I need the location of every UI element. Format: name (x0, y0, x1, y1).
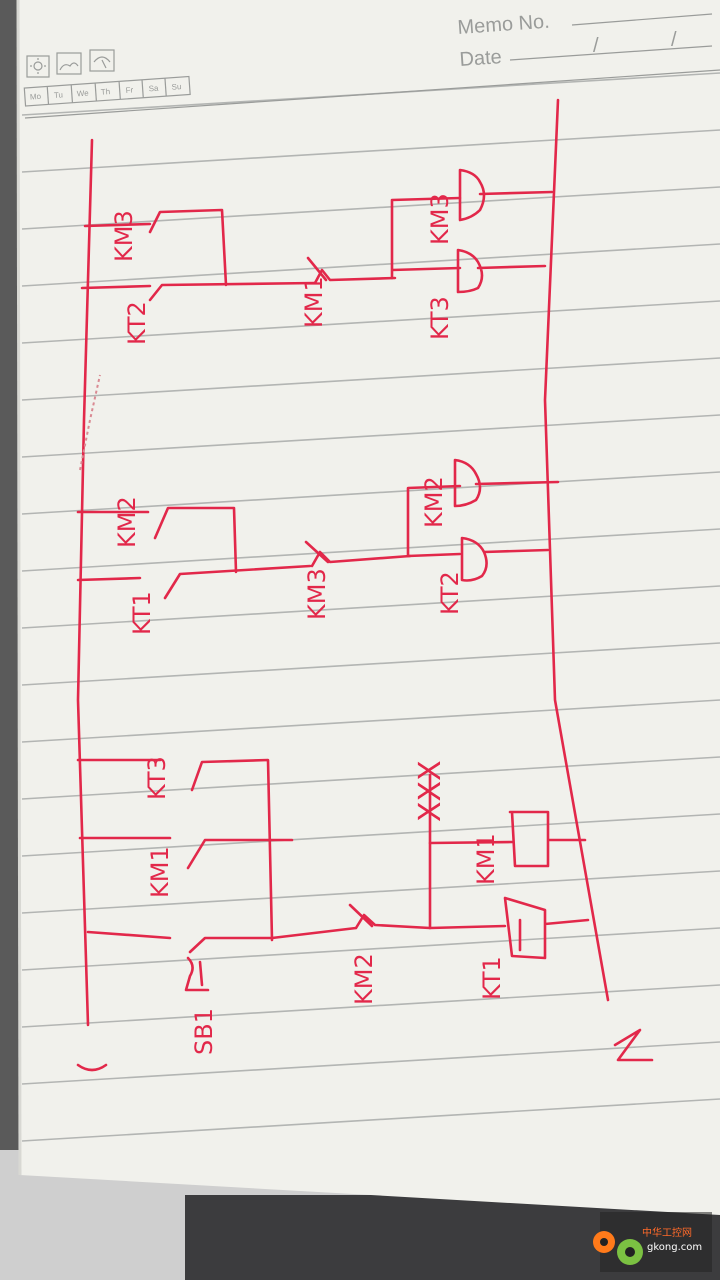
rung3-kt3-coil-label: KT3 (426, 296, 454, 340)
rung1-xxx-mark: XXX (413, 760, 448, 822)
rung3-branch-top (83, 222, 152, 228)
date-separator-1: / (593, 35, 599, 57)
left-rail-mark (76, 1063, 108, 1072)
rung1-km1-coil-label: KM1 (472, 833, 500, 885)
rung3-kt2-label: KT2 (123, 301, 151, 345)
rung1-km1-contact (186, 838, 294, 870)
rung1-km1-label: KM1 (146, 846, 174, 898)
ladder-diagram: KM3 KT2 KM1 KM3 KT3 KM2 KT1 KM3 KM2 KT2 … (76, 98, 654, 1072)
rung2-branch-bottom (76, 576, 142, 582)
weekday-tu: Tu (54, 90, 64, 100)
rung1-sb1-switch (184, 936, 274, 992)
right-rail (543, 98, 610, 1002)
rung2-coil-kt2 (460, 536, 550, 582)
weekday-su: Su (171, 82, 181, 92)
rung2-km2-label: KM2 (113, 496, 141, 548)
left-rail (76, 138, 94, 1027)
rung3-branch-bottom (80, 284, 152, 290)
page-binding-edge (16, 0, 22, 1176)
rung3-kt2-contact (148, 281, 317, 302)
rung3-km1-label: KM1 (300, 276, 328, 328)
rung2-km2-contact (153, 506, 238, 574)
weekday-fr: Fr (125, 85, 133, 95)
umbrella-icon (89, 49, 115, 72)
rung3-km3-coil-label: KM3 (426, 193, 454, 245)
rung3-coil-node (390, 196, 462, 280)
rung1-coil-km1 (508, 810, 587, 868)
cloud-sun-icon (56, 52, 82, 75)
rung2-kt1-label: KT1 (128, 591, 156, 635)
sun-icon (26, 55, 50, 78)
weekday-mo: Mo (30, 92, 42, 102)
gear-icon (593, 1231, 643, 1265)
rung1-kt1-coil-label: KT1 (478, 956, 506, 1000)
rung1-coil-kt1 (503, 896, 590, 960)
ruled-lines (21, 72, 720, 1142)
date-label: Date (459, 46, 503, 71)
rung1-km2-nc-contact (270, 903, 432, 940)
weekday-th: Th (100, 87, 110, 97)
rung2-kt2-coil-label: KT2 (436, 571, 464, 615)
rung1-kt3-label: KT3 (143, 756, 171, 800)
rung1-kt3-contact (190, 758, 274, 942)
watermark-cn: 中华工控网 (642, 1226, 692, 1239)
rung3-km1-nc-contact (306, 256, 397, 285)
rung2-coil-node (406, 484, 462, 558)
eraser-mark (79, 374, 101, 471)
weekday-sa: Sa (148, 84, 159, 94)
weekday-row: Mo Tu We Th Fr Sa Su (23, 75, 191, 107)
rung1-sb1-label: SB1 (190, 1008, 218, 1055)
rung2-kt1-contact (163, 564, 312, 600)
watermark: 中华工控网 gkong.com (593, 1212, 712, 1272)
rung2-km3-nc-contact (304, 540, 412, 568)
rung1-km2-label: KM2 (350, 953, 378, 1005)
weekday-we: We (77, 89, 90, 99)
rung3-km3-contact (148, 208, 228, 287)
rung1-branch-bottom (86, 930, 172, 940)
watermark-site: gkong.com (647, 1242, 702, 1253)
date-separator-2: / (671, 29, 677, 51)
rung3-coil-km3 (458, 168, 554, 222)
rung2-km3-label: KM3 (303, 568, 331, 620)
rung2-coil-km2 (453, 458, 560, 508)
rung3-coil-kt3 (456, 248, 547, 294)
right-rail-mark (613, 1028, 654, 1062)
rung2-km2-coil-label: KM2 (420, 476, 448, 528)
rung3-km3-label: KM3 (110, 210, 138, 262)
